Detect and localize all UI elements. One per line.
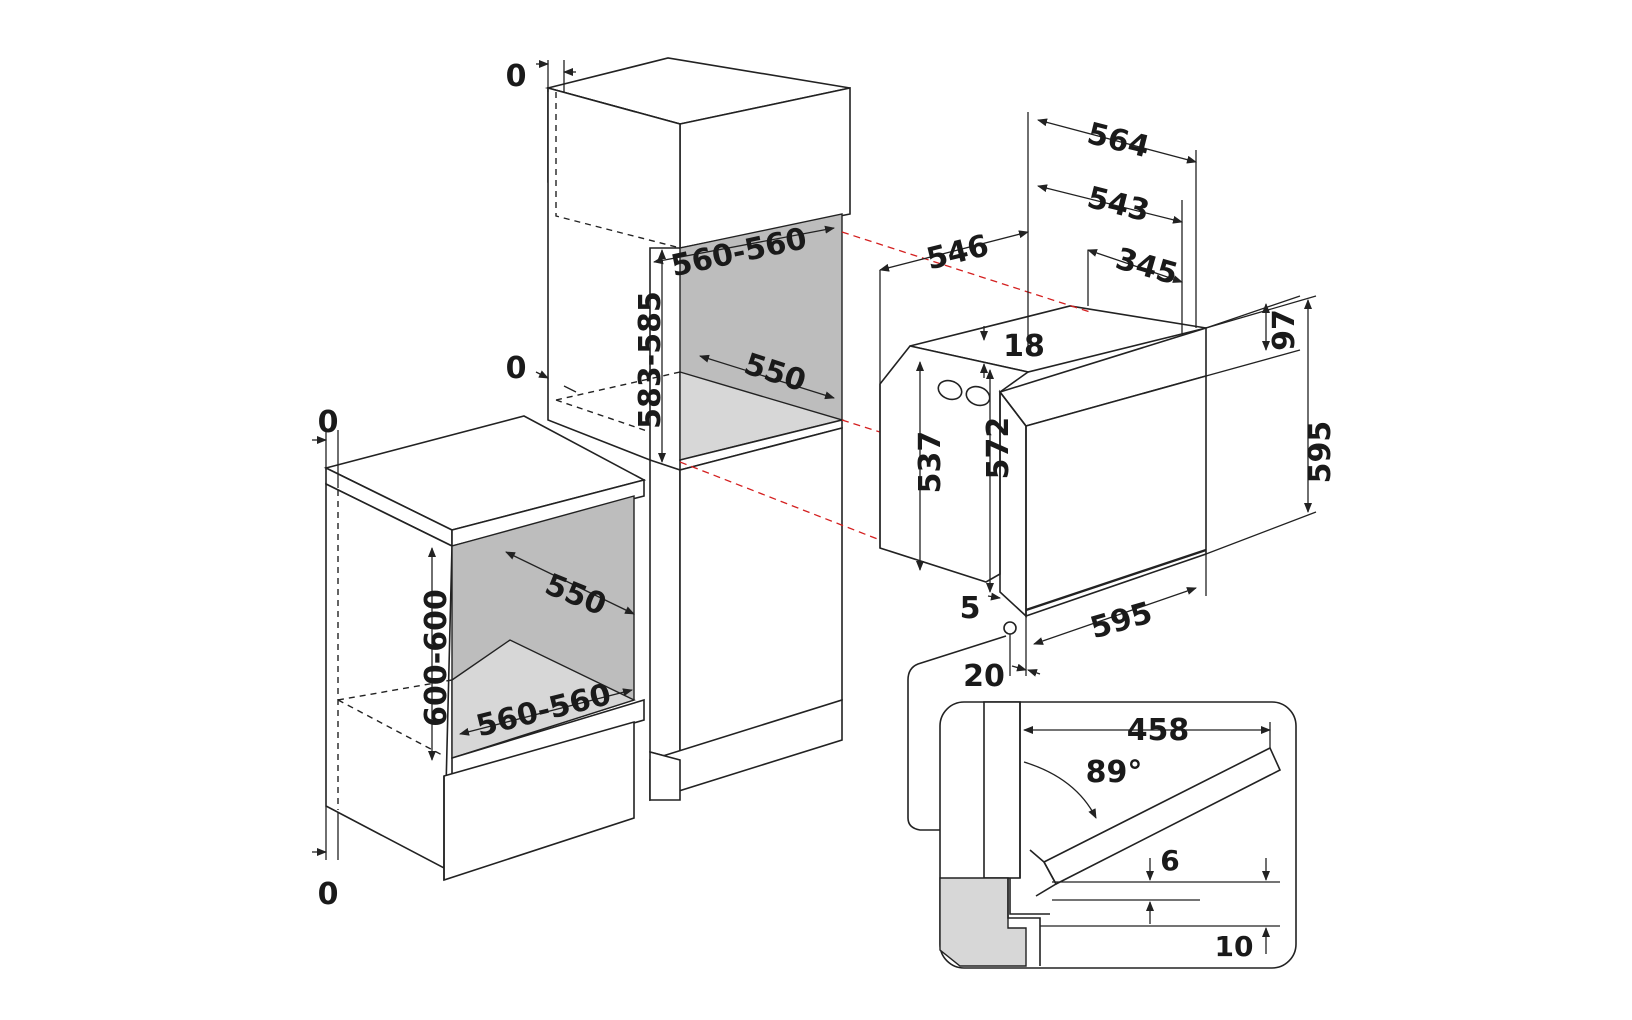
oven-front-thickness-label: 20 [963,659,1005,694]
tall-clearance-top-label: 0 [506,59,527,94]
base-clearance-top-label: 0 [318,405,339,440]
oven-top-depth-overall-label: 564 [1084,116,1153,165]
base-clearance-bottom-label: 0 [318,877,339,912]
door-detail-callout [907,635,1297,969]
oven-side-height-label: 537 [913,431,948,494]
tall-clearance-mid-label: 0 [506,351,527,386]
oven-overall-height-label: 595 [1303,421,1338,484]
oven-front-top-offset-label: 18 [1003,329,1045,364]
base-cavity-height-label: 600-600 [419,589,454,727]
oven-bottom-gap-label: 5 [960,591,981,626]
oven-body-depth-label: 546 [923,228,992,277]
door-angle-label: 89° [1086,755,1143,790]
dimension-lines [312,60,1317,860]
tall-cavity-height-label: 583-585 [633,291,668,429]
oven-top-depth-body-label: 543 [1084,180,1153,229]
oven-rear-depth-label: 345 [1112,241,1182,292]
base-cabinet [323,415,647,882]
base-gap-label: 10 [1215,930,1254,963]
oven-front-width-label: 595 [1086,595,1156,646]
alignment-guides [679,231,1091,541]
door-depth-label: 458 [1127,713,1190,748]
oven-body-height-label: 572 [981,417,1016,480]
oven-panel-height-label: 97 [1267,309,1302,351]
hinge-gap-label: 6 [1160,844,1179,877]
